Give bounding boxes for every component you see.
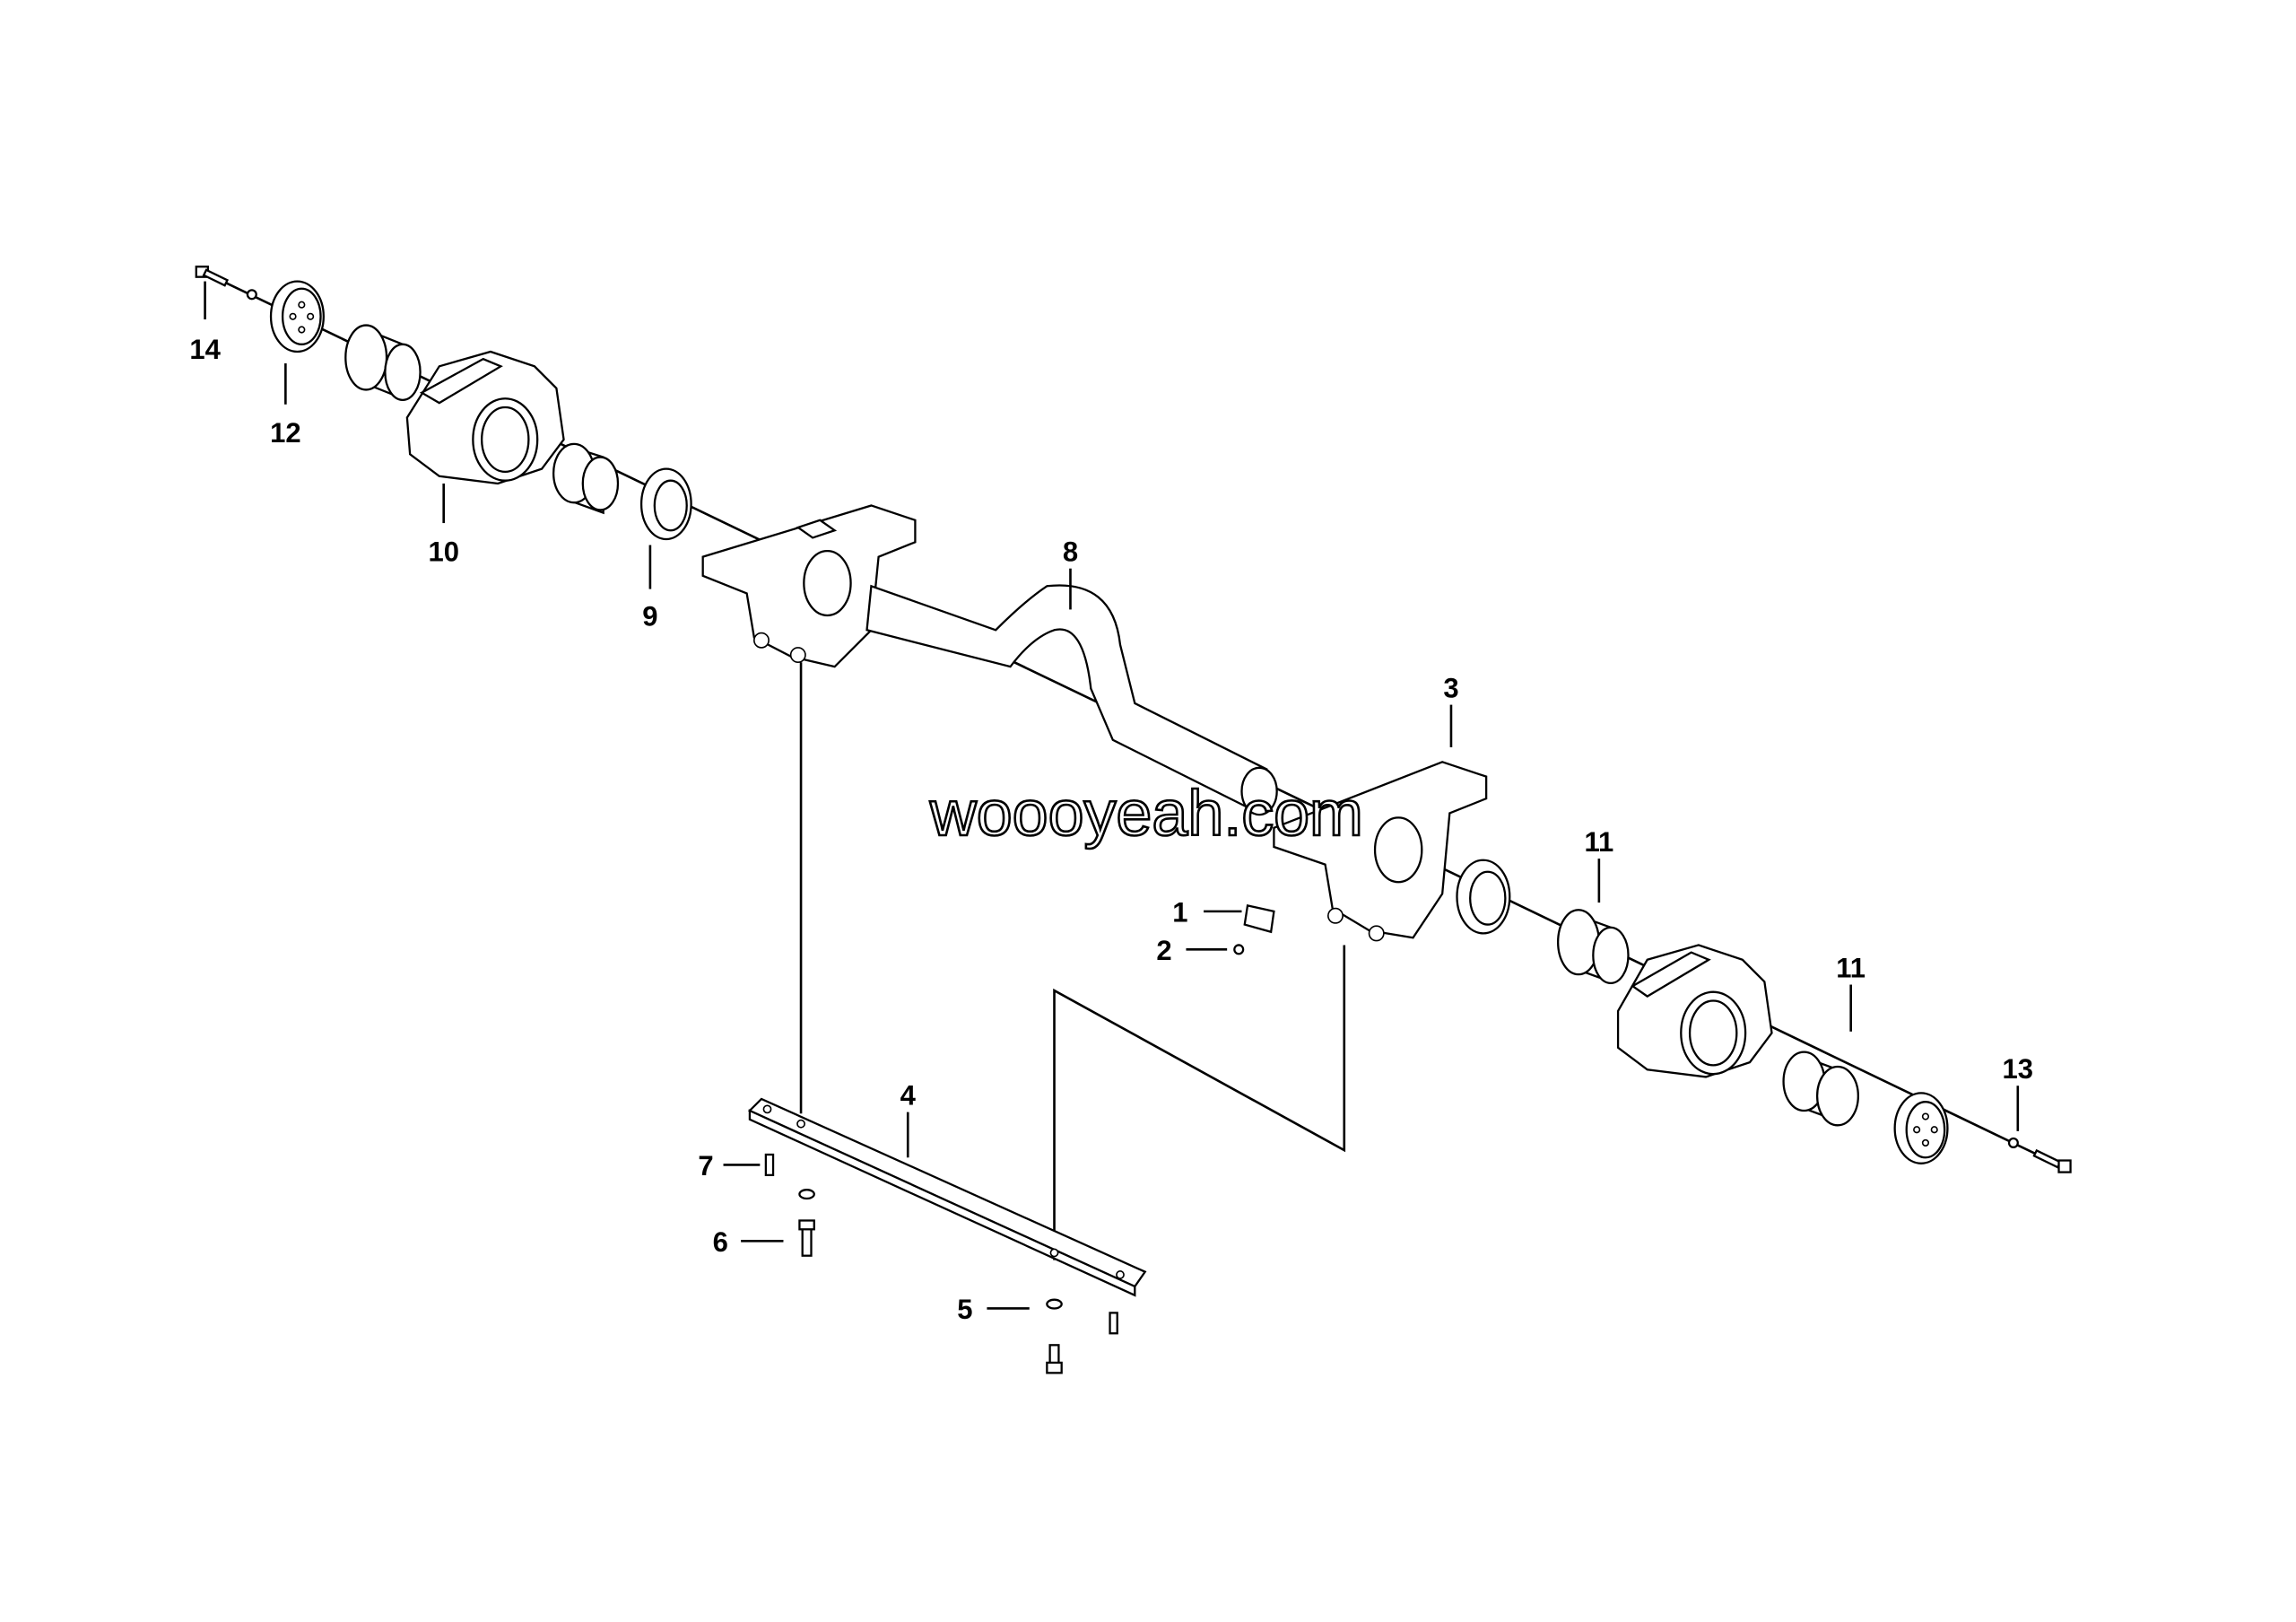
bushing-left-outer <box>344 324 422 402</box>
watermark: woooyeah.com <box>929 778 1363 850</box>
bolt-14 <box>195 266 257 301</box>
leader-lines <box>204 281 2020 1310</box>
callout-1: 1 <box>1172 896 1187 928</box>
callout-10: 10 <box>428 536 458 568</box>
bolt-13 <box>2007 1137 2072 1173</box>
bolt-5 <box>1046 1298 1063 1374</box>
callout-7: 7 <box>698 1150 713 1182</box>
callout-11a: 11 <box>1584 826 1613 858</box>
callout-8: 8 <box>1063 536 1078 568</box>
callout-4: 4 <box>900 1079 917 1111</box>
bolt-6 <box>798 1189 815 1257</box>
bracket-10 <box>405 350 565 485</box>
callout-14: 14 <box>189 334 221 365</box>
washer-right <box>1456 859 1511 935</box>
callout-3: 3 <box>1443 672 1458 703</box>
callout-13: 13 <box>2003 1053 2033 1085</box>
callout-11b: 11 <box>1836 952 1866 983</box>
bushing-11b <box>1782 1051 1859 1127</box>
bracket-right <box>1616 944 1773 1078</box>
bushing-left-inner <box>552 442 620 515</box>
axle-beam-8 <box>865 584 1278 816</box>
cap-plate-right <box>1893 1092 1949 1164</box>
tag-plate-1 <box>1243 903 1275 934</box>
pin-7 <box>764 1153 1118 1335</box>
callout-12: 12 <box>270 417 300 449</box>
saddle-left <box>701 504 917 668</box>
tie-bar-4 <box>747 1097 1147 1297</box>
callout-6: 6 <box>713 1226 728 1258</box>
screw-2 <box>1233 944 1245 955</box>
cap-plate-12 <box>269 280 325 353</box>
callout-2: 2 <box>1156 935 1171 966</box>
saddle-right-3 <box>1273 761 1488 942</box>
callout-9: 9 <box>642 600 657 632</box>
washer-9 <box>639 467 692 541</box>
callout-5: 5 <box>957 1294 972 1325</box>
bushing-11a <box>1557 909 1630 985</box>
